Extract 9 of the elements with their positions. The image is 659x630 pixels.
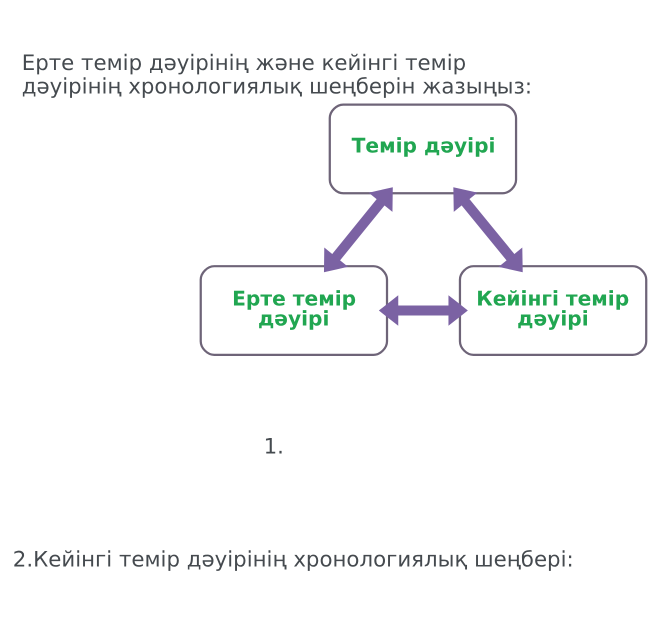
diagram-title: Ерте темір дәуірінің және кейінгі темір дәуірінің хронологиялық шеңберін жазыңыз: [22, 51, 532, 100]
label: 1. [264, 434, 284, 460]
arrow [453, 187, 523, 272]
node-box: Кейінгі темір дәуірі [458, 265, 648, 356]
node-box: Темір дәуірі [328, 103, 518, 194]
label: 2.Кейінгі темір дәуірінің хронологиялық шеңбері: [12, 548, 574, 573]
node-box: Ерте темір дәуірі [200, 265, 388, 356]
arrow [378, 295, 468, 326]
arrow [324, 187, 393, 272]
